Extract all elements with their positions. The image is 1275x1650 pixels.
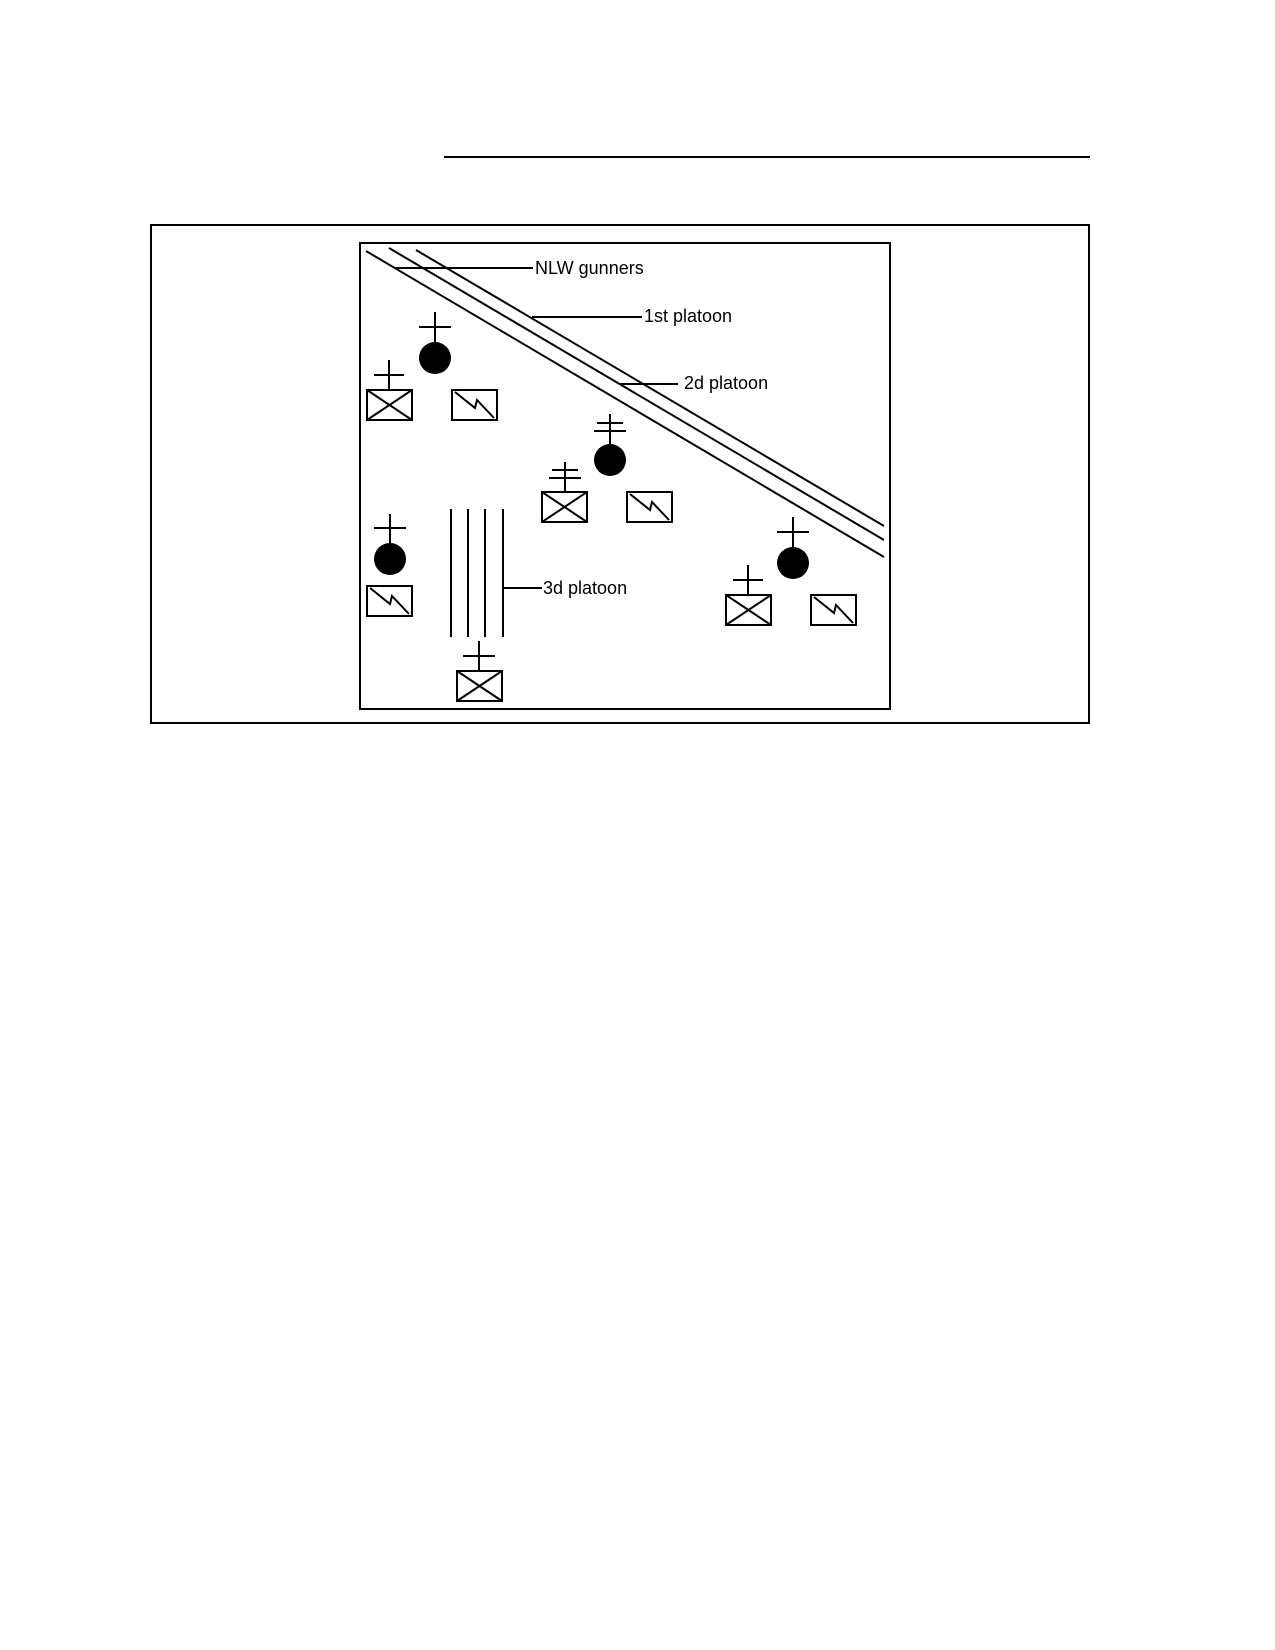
diagonal-line-nlw-gunners [365,250,885,558]
leader-symbol [594,414,626,476]
box-diagonal [366,389,413,421]
diagonal-line-1st-platoon [388,247,885,541]
filled-circle-icon [374,543,406,575]
label-text: 2d platoon [684,373,768,393]
label-text: NLW gunners [535,258,644,278]
label-3d-platoon: 3d platoon [503,578,627,598]
label-nlw-gunners: NLW gunners [396,258,644,278]
filled-circle-icon [419,342,451,374]
boxed-x-symbol [366,360,413,421]
label-text: 3d platoon [543,578,627,598]
label-text: 1st platoon [644,306,732,326]
boxed-zigzag-symbol [810,594,857,626]
leader-symbol [777,517,809,579]
boxed-x-symbol [456,641,503,702]
zigzag-icon [629,493,670,521]
zigzag-icon [813,596,854,624]
boxed-zigzag-symbol [451,389,498,421]
box-diagonal [725,594,772,626]
leader-symbol [374,514,406,575]
label-1st-platoon: 1st platoon [532,306,732,326]
leader-symbol [419,312,451,374]
filled-circle-icon [777,547,809,579]
diagonal-lines [365,247,885,558]
label-2d-platoon: 2d platoon [619,373,768,393]
zigzag-icon [369,587,410,615]
boxed-x-symbol [541,462,588,523]
box-diagonal [456,670,503,702]
diagonal-line-2d-platoon [415,249,885,527]
header-rule [444,156,1090,158]
boxed-zigzag-symbol [366,585,413,617]
third-platoon-lines [450,509,504,637]
filled-circle-icon [594,444,626,476]
inner-frame [359,242,891,710]
boxed-zigzag-symbol [626,491,673,523]
zigzag-icon [454,391,495,419]
boxed-x-symbol [725,565,772,626]
box-diagonal [541,491,588,523]
figure-frame [150,224,1090,724]
